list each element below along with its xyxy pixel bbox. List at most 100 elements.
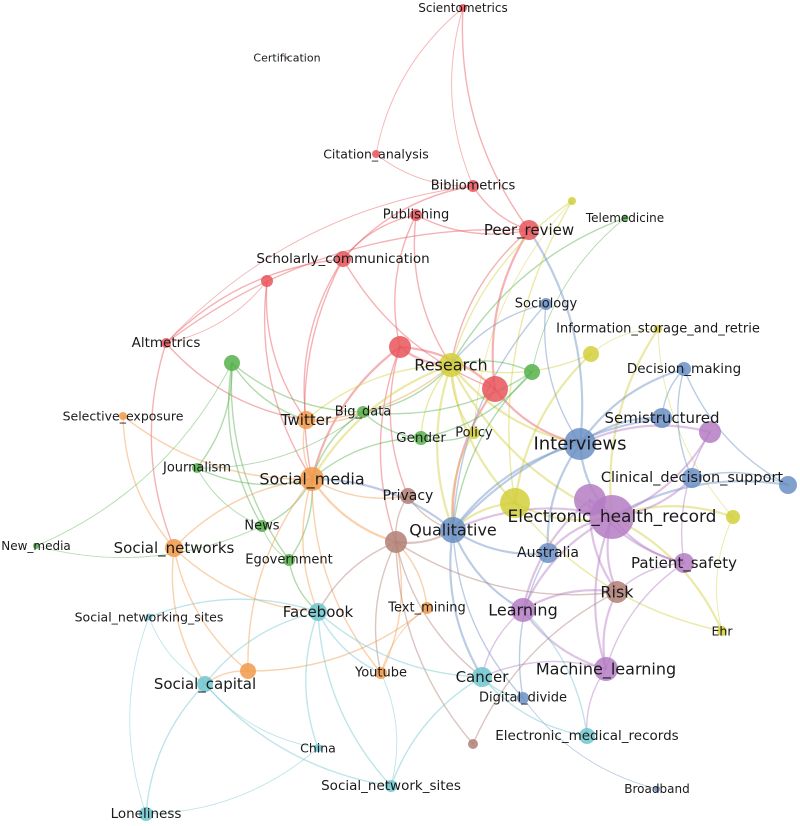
node-selective-exposure[interactable] (119, 412, 127, 420)
label-machine-learning[interactable]: Machine_learning (536, 660, 676, 680)
label-electronic-health-record[interactable]: Electronic_health_record (508, 507, 717, 527)
label-bibliometrics[interactable]: Bibliometrics (431, 179, 516, 194)
node-news[interactable] (256, 520, 268, 532)
label-patient-safety[interactable]: Patient_safety (631, 554, 737, 573)
node-clinical-decision-support[interactable] (682, 468, 702, 488)
node-certification[interactable] (285, 56, 289, 60)
label-china[interactable]: China (300, 741, 336, 756)
label-loneliness[interactable]: Loneliness (111, 806, 182, 822)
node-u-red-small[interactable] (261, 275, 273, 287)
node-research[interactable] (439, 353, 463, 377)
label-sociology[interactable]: Sociology (515, 297, 578, 312)
node-facebook[interactable] (309, 603, 327, 621)
node-journalism[interactable] (192, 463, 202, 473)
node-u-red-mid[interactable] (482, 376, 508, 402)
label-youtube[interactable]: Youtube (354, 666, 407, 681)
node-digital-divide[interactable] (517, 692, 529, 704)
label-risk[interactable]: Risk (600, 583, 634, 602)
label-decision-making[interactable]: Decision_making (627, 361, 741, 377)
label-facebook[interactable]: Facebook (283, 603, 354, 621)
label-cancer[interactable]: Cancer (456, 668, 510, 686)
label-ehr[interactable]: Ehr (712, 624, 734, 639)
label-big-data[interactable]: Big_data (335, 405, 392, 420)
node-u-blue-right[interactable] (779, 476, 797, 494)
label-new-media[interactable]: New_media (1, 539, 71, 553)
node-altmetrics[interactable] (161, 338, 171, 348)
node-u-purple-right[interactable] (699, 421, 721, 443)
node-publishing[interactable] (410, 209, 422, 221)
node-u-brown-center[interactable] (385, 531, 407, 553)
node-policy[interactable] (468, 427, 480, 439)
node-information-storage[interactable] (654, 325, 662, 333)
node-u-yellow-big[interactable] (500, 488, 530, 518)
node-scholarly-communication[interactable] (335, 251, 351, 267)
label-social-media[interactable]: Social_media (259, 470, 364, 490)
node-telemedicine[interactable] (621, 214, 629, 222)
node-qualitative[interactable] (440, 517, 466, 543)
label-scholarly-communication[interactable]: Scholarly_communication (256, 251, 429, 267)
label-egovernment[interactable]: Egovernment (245, 553, 332, 568)
label-social-networking-sites[interactable]: Social_networking_sites (75, 610, 224, 625)
node-broadband[interactable] (654, 786, 660, 792)
node-social-network-sites[interactable] (385, 780, 397, 792)
node-u-orange-left[interactable] (240, 663, 256, 679)
node-electronic-health-record[interactable] (590, 495, 634, 539)
node-u-yellow-top[interactable] (568, 197, 576, 205)
node-australia[interactable] (538, 543, 558, 563)
label-publishing[interactable]: Publishing (383, 208, 449, 223)
node-scientometrics[interactable] (459, 4, 467, 12)
node-u-brown-low[interactable] (468, 739, 478, 749)
label-altmetrics[interactable]: Altmetrics (132, 335, 201, 351)
label-news[interactable]: News (244, 519, 279, 534)
label-information-storage[interactable]: Information_storage_and_retrie (556, 322, 760, 337)
label-citation-analysis[interactable]: Citation_analysis (323, 147, 429, 162)
label-social-network-sites[interactable]: Social_network_sites (321, 778, 461, 794)
node-learning[interactable] (511, 598, 535, 622)
label-semistructured[interactable]: Semistructured (604, 409, 719, 427)
node-u-green-left[interactable] (224, 355, 240, 371)
label-twitter[interactable]: Twitter (280, 411, 332, 429)
node-twitter[interactable] (297, 411, 315, 429)
node-u-red-center[interactable] (389, 336, 411, 358)
node-privacy[interactable] (400, 488, 416, 504)
node-decision-making[interactable] (677, 362, 691, 376)
label-gender[interactable]: Gender (396, 430, 446, 446)
node-machine-learning[interactable] (594, 657, 618, 681)
node-text-mining[interactable] (421, 602, 433, 614)
node-u-green-mid[interactable] (524, 364, 540, 380)
node-social-capital[interactable] (197, 676, 213, 692)
label-clinical-decision-support[interactable]: Clinical_decision_support (601, 470, 784, 486)
node-egovernment[interactable] (283, 554, 295, 566)
node-social-media[interactable] (300, 467, 324, 491)
label-qualitative[interactable]: Qualitative (409, 521, 497, 540)
label-electronic-medical-records[interactable]: Electronic_medical_records (495, 728, 678, 744)
node-ehr[interactable] (717, 626, 727, 636)
node-big-data[interactable] (357, 406, 369, 418)
label-interviews[interactable]: Interviews (533, 434, 626, 455)
label-certification[interactable]: Certification (253, 52, 320, 65)
node-cancer[interactable] (472, 667, 492, 687)
node-risk[interactable] (606, 581, 628, 603)
node-china[interactable] (314, 744, 322, 752)
node-loneliness[interactable] (139, 807, 153, 821)
node-u-yellow-mid[interactable] (583, 346, 599, 362)
node-citation-analysis[interactable] (372, 150, 380, 158)
label-learning[interactable]: Learning (488, 601, 557, 620)
label-social-networks[interactable]: Social_networks (114, 539, 235, 558)
label-broadband[interactable]: Broadband (624, 782, 689, 796)
node-peer-review[interactable] (519, 220, 539, 240)
label-privacy[interactable]: Privacy (383, 488, 434, 504)
node-electronic-medical-records[interactable] (579, 728, 595, 744)
node-social-networks[interactable] (165, 539, 183, 557)
node-interviews[interactable] (564, 428, 596, 460)
label-peer-review[interactable]: Peer_review (484, 221, 574, 240)
node-sociology[interactable] (540, 298, 552, 310)
label-scientometrics[interactable]: Scientometrics (418, 1, 507, 15)
label-journalism[interactable]: Journalism (162, 461, 231, 476)
label-australia[interactable]: Australia (517, 545, 579, 561)
label-research[interactable]: Research (414, 356, 487, 375)
node-social-networking-sites[interactable] (145, 613, 153, 621)
label-selective-exposure[interactable]: Selective_exposure (63, 409, 184, 424)
label-policy[interactable]: Policy (455, 426, 493, 441)
node-semistructured[interactable] (652, 408, 672, 428)
